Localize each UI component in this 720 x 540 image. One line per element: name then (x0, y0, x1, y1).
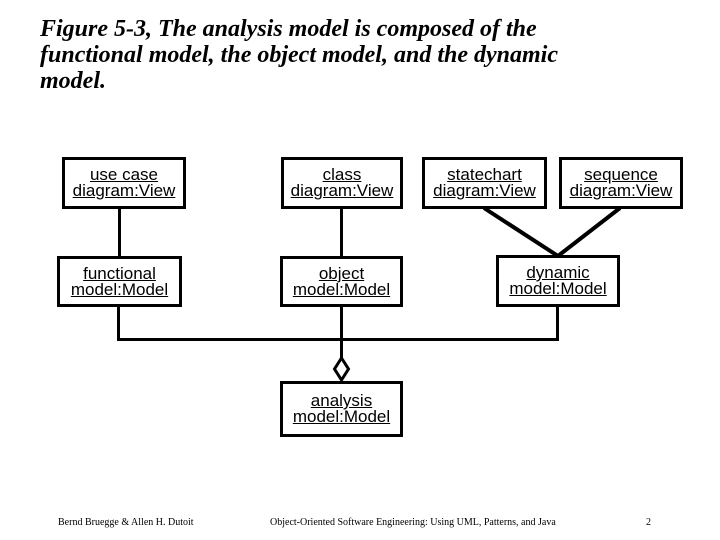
box-label-line: model:Model (70, 279, 169, 299)
uml-object-box-dynamic-model: dynamic model:Model (496, 255, 620, 307)
connector-dynamic-to-bus (556, 305, 559, 341)
footer-authors: Bernd Bruegge & Allen H. Dutoit (58, 517, 194, 528)
uml-object-box-functional-model: functional model:Model (57, 256, 182, 307)
connector-horizontal-bus (117, 338, 559, 341)
uml-object-box-class-diagram: class diagram:View (281, 157, 403, 209)
box-label-line: diagram:View (290, 181, 394, 200)
box-label-line: diagram:View (433, 181, 536, 200)
composition-diamond-icon (332, 355, 351, 383)
box-label-line: use case (89, 165, 159, 184)
box-label-line: dynamic (526, 263, 590, 282)
slide-title-line-2: functional model, the object model, and … (40, 42, 558, 68)
uml-object-box-use-case-diagram: use case diagram:View (62, 157, 186, 209)
connector-usecase-to-functional (118, 207, 121, 257)
box-label-line: model:Model (292, 407, 391, 426)
box-label-line: class (322, 165, 362, 184)
box-label-line: analysis (310, 391, 373, 410)
box-label-line: sequence (584, 165, 658, 184)
footer-book-title: Object-Oriented Software Engineering: Us… (270, 517, 556, 528)
connector-class-to-object (340, 207, 343, 257)
uml-object-box-object-model: object model:Model (280, 256, 403, 307)
connector-functional-to-bus (117, 305, 120, 341)
box-label-line: object (318, 263, 365, 283)
slide-title-line-3: model. (40, 68, 106, 94)
connector-sequence-to-dynamic (556, 206, 622, 258)
connector-object-to-diamond (340, 305, 343, 359)
box-label-line: model:Model (509, 279, 607, 298)
uml-object-box-analysis-model: analysis model:Model (280, 381, 403, 437)
box-label-line: functional (83, 263, 156, 283)
slide-title-line-1: Figure 5-3, The analysis model is compos… (40, 16, 537, 42)
box-label-line: statechart (447, 165, 522, 184)
uml-object-box-sequence-diagram: sequence diagram:View (559, 157, 683, 209)
box-label-line: diagram:View (72, 181, 176, 200)
uml-object-box-statechart-diagram: statechart diagram:View (422, 157, 547, 209)
box-label-line: diagram:View (569, 181, 673, 200)
footer-page-number: 2 (646, 517, 651, 528)
connector-statechart-to-dynamic (482, 206, 560, 258)
box-label-line: model:Model (292, 279, 391, 299)
slide-title: Figure 5-3, The analysis model is compos… (40, 16, 680, 94)
